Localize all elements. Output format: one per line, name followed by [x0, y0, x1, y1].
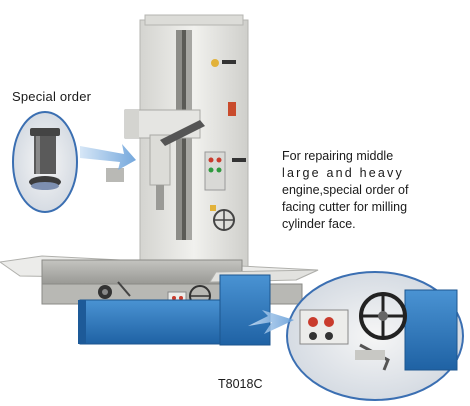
description-line-3: engine,special order of — [282, 183, 409, 197]
special-order-inset — [12, 111, 136, 213]
description-line-2: large and heavy — [282, 166, 404, 180]
control-panel-inset — [248, 271, 464, 401]
model-number: T8018C — [218, 377, 263, 391]
description-text: For repairing middle large and heavy eng… — [282, 148, 460, 233]
description-line-4: facing cutter for milling — [282, 200, 408, 214]
machine-base — [78, 274, 271, 346]
description-line-5: cylinder face. — [282, 217, 356, 231]
description-line-1: For repairing middle — [282, 149, 394, 163]
column-control-panel — [204, 151, 246, 231]
boring-head — [106, 109, 205, 210]
special-order-label: Special order — [12, 89, 92, 104]
